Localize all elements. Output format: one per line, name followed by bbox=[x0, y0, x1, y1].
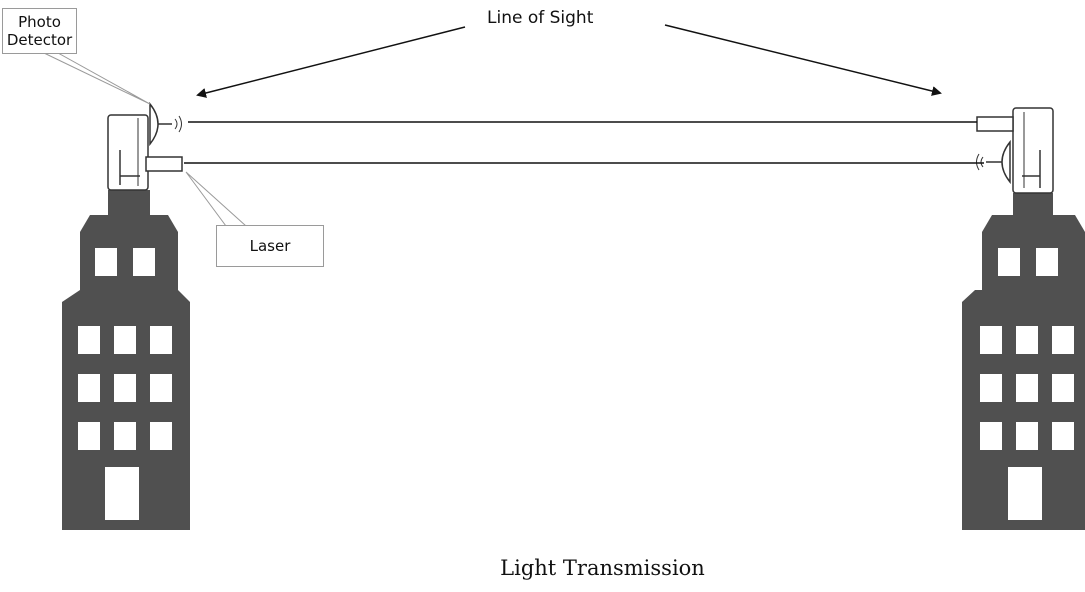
right-laser-emitter-icon bbox=[976, 116, 1014, 132]
right-transceiver bbox=[1012, 107, 1054, 194]
line-of-sight-label: Line of Sight bbox=[487, 8, 594, 28]
diagram-caption: Light Transmission bbox=[500, 556, 705, 580]
right-building-windows bbox=[980, 248, 1074, 520]
laser-callout-pointer bbox=[185, 171, 248, 227]
line-of-sight-right-arrow bbox=[664, 24, 942, 96]
left-building bbox=[62, 190, 190, 530]
laser-emitter-icon bbox=[145, 156, 183, 172]
photo-detector-label: Photo Detector bbox=[2, 8, 77, 54]
photo-detector-label-line1: Photo bbox=[18, 13, 61, 31]
dish-detector-icon bbox=[149, 101, 182, 147]
left-building-windows bbox=[78, 248, 172, 520]
laser-label: Laser bbox=[216, 225, 324, 267]
photo-detector-label-line2: Detector bbox=[6, 31, 73, 49]
right-dish-detector-icon bbox=[976, 139, 1011, 185]
photo-detector-callout-pointer bbox=[43, 52, 151, 105]
line-of-sight-left-arrow bbox=[196, 26, 466, 98]
left-transceiver bbox=[107, 114, 149, 191]
right-building bbox=[962, 193, 1085, 530]
